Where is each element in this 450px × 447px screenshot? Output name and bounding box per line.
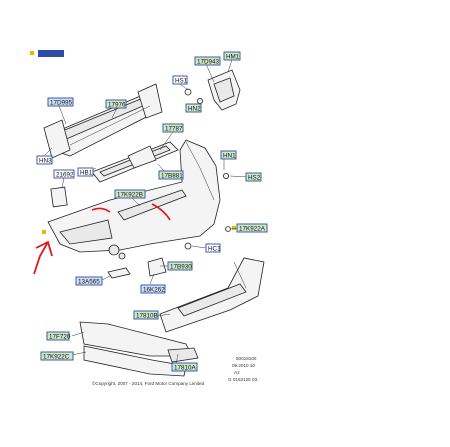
- callout-hs1[interactable]: HS1: [172, 75, 188, 85]
- svg-text:HC1: HC1: [208, 245, 221, 252]
- svg-text:17K922A: 17K922A: [239, 225, 266, 232]
- ref-code-2: 09.2010 10: [232, 363, 255, 368]
- lower-trim: [79, 321, 199, 377]
- bumper-reinforcement-bar: [43, 83, 163, 159]
- svg-text:17D995: 17D995: [50, 99, 73, 106]
- svg-text:17976: 17976: [108, 101, 126, 108]
- fastener-a: [225, 226, 231, 232]
- ref-code-4: G 0163125 03: [228, 377, 258, 382]
- svg-text:17K922B: 17K922B: [117, 191, 143, 198]
- svg-text:HB1: HB1: [80, 169, 93, 176]
- callout-17b881[interactable]: 17B881: [158, 170, 184, 180]
- callout-17d943[interactable]: 17D943: [194, 56, 221, 66]
- callout-17f720[interactable]: 17F720: [46, 331, 71, 341]
- svg-text:13A565: 13A565: [78, 278, 100, 285]
- svg-text:17B881: 17B881: [161, 172, 183, 179]
- red-mark-left: [91, 207, 111, 213]
- sensor-bracket: [147, 257, 167, 277]
- svg-text:16K262: 16K262: [143, 286, 165, 293]
- svg-text:17F720: 17F720: [49, 333, 71, 340]
- energy-absorber: [91, 141, 179, 183]
- reflector-left: [107, 267, 131, 279]
- svg-text:17810A: 17810A: [174, 364, 197, 371]
- svg-text:HS2: HS2: [248, 174, 261, 181]
- svg-text:HN1: HN1: [223, 152, 236, 159]
- svg-text:21692: 21692: [56, 171, 74, 178]
- yellow-marker-right: [232, 226, 236, 230]
- svg-text:HN2: HN2: [188, 105, 201, 112]
- red-mark-right: [151, 203, 171, 221]
- callout-17976[interactable]: 17976: [105, 99, 127, 109]
- callout-13a565[interactable]: 13A565: [75, 276, 103, 286]
- callout-17k922a[interactable]: 17K922A: [236, 223, 268, 233]
- callout-hn2[interactable]: HN2: [185, 103, 202, 113]
- svg-text:HS1: HS1: [175, 77, 188, 84]
- svg-text:HM1: HM1: [226, 53, 240, 60]
- callout-21692[interactable]: 21692: [53, 169, 75, 179]
- red-arrow: [33, 241, 49, 275]
- callout-17810b[interactable]: 17810B: [133, 310, 159, 320]
- copyright-text: ©Copyright, 2007 - 2014, Ford Motor Comp…: [92, 380, 205, 386]
- callout-16k262[interactable]: 16K262: [140, 284, 166, 294]
- callout-17b930[interactable]: 17B930: [167, 261, 193, 271]
- svg-text:17B930: 17B930: [170, 263, 192, 270]
- callout-hc1[interactable]: HC1: [205, 243, 221, 253]
- ref-code-1: 50018100: [236, 356, 257, 361]
- callout-hs2[interactable]: HS2: [245, 172, 262, 182]
- svg-text:17K922C: 17K922C: [43, 353, 70, 360]
- side-bracket-left: [50, 186, 68, 208]
- lower-valance: [159, 257, 265, 333]
- callout-17d995[interactable]: 17D995: [47, 97, 74, 107]
- callout-hn1[interactable]: HN1: [220, 150, 237, 160]
- callout-hb1[interactable]: HB1: [77, 167, 94, 177]
- callout-17787[interactable]: 17787: [162, 123, 184, 133]
- red-arrow-head: [35, 240, 53, 257]
- callout-17k922b[interactable]: 17K922B: [114, 189, 146, 199]
- callout-hn3[interactable]: HN3: [36, 155, 53, 165]
- upper-bracket: [184, 69, 241, 111]
- callout-17810a[interactable]: 17810A: [171, 362, 198, 372]
- ref-code-3: A2: [234, 370, 240, 375]
- callout-17k922c[interactable]: 17K922C: [40, 351, 74, 361]
- fastener-hs2: [222, 172, 229, 179]
- yellow-marker-top: [30, 51, 34, 55]
- svg-text:17810B: 17810B: [136, 312, 158, 319]
- callout-hm1[interactable]: HM1: [223, 51, 241, 61]
- svg-text:HN3: HN3: [39, 157, 52, 164]
- top-tag[interactable]: [38, 50, 64, 57]
- svg-text:17D943: 17D943: [197, 58, 220, 65]
- fastener-hc1: [184, 242, 192, 250]
- svg-text:17787: 17787: [165, 125, 183, 132]
- yellow-marker-left: [42, 230, 46, 234]
